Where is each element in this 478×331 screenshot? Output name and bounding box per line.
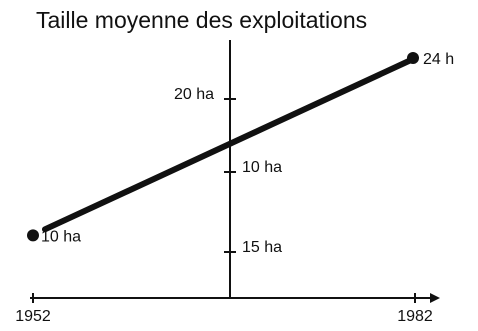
- scale-tick-label-1: 20 ha: [174, 86, 214, 103]
- scale-tick-label-2: 10 ha: [242, 159, 282, 176]
- data-label-1982: 24 h: [423, 51, 454, 68]
- scale-tick-label-3: 15 ha: [242, 239, 282, 256]
- data-label-1952: 10 ha: [41, 228, 81, 245]
- chart-title: Taille moyenne des exploitations: [36, 7, 367, 33]
- x-tick-label-1952: 1952: [15, 308, 51, 325]
- series-line: [42, 57, 414, 233]
- data-point-1952: [27, 229, 39, 242]
- data-point-1982: [407, 52, 419, 64]
- x-tick-label-1982: 1982: [397, 308, 433, 325]
- x-axis-arrowhead: [430, 293, 440, 303]
